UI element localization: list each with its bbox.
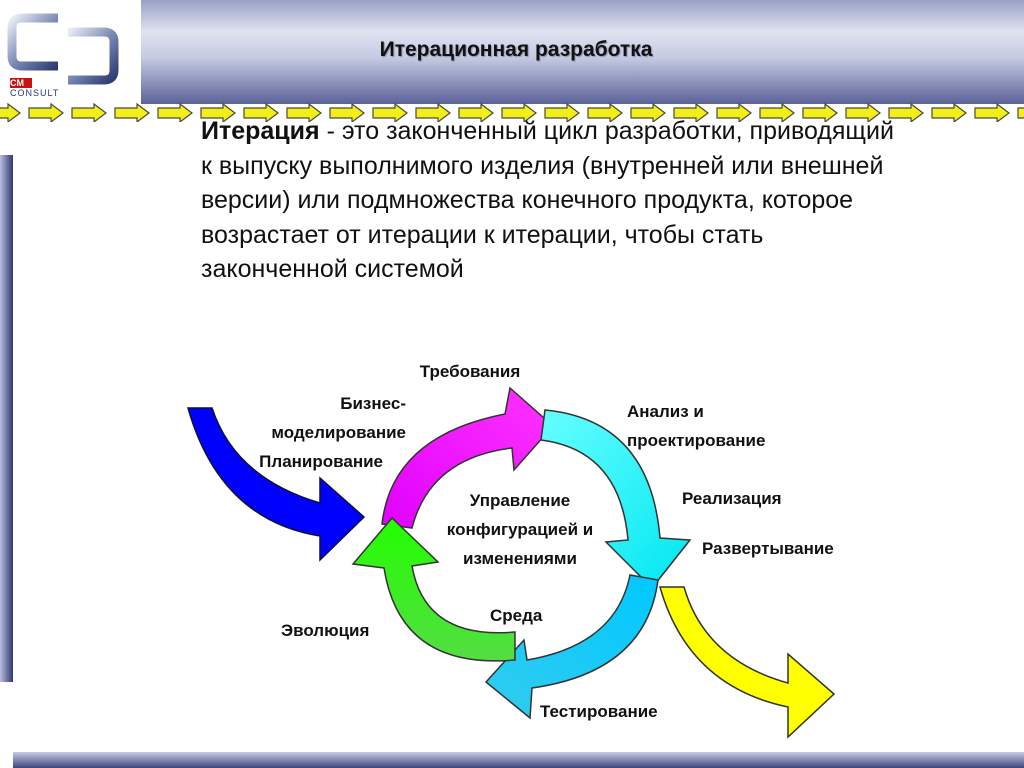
header-bar: [141, 0, 1024, 104]
definition-term: Итерация: [201, 117, 320, 145]
label-business-modeling-line1: Бизнес-: [340, 394, 406, 413]
label-center-line2: конфигурацией и: [446, 520, 594, 539]
iteration-definition: Итерация - это законченный цикл разработ…: [201, 114, 901, 287]
cycle-lightblue-arrow: [484, 574, 659, 720]
label-analysis-line2: проектирование: [627, 431, 766, 450]
label-implementation: Реализация: [682, 489, 782, 508]
label-center-line1: Управление: [469, 491, 571, 510]
logo-text-line2: CONSULT: [10, 88, 59, 98]
definition-text: - это законченный цикл разработки, приво…: [201, 117, 894, 283]
label-business-modeling-line2: моделирование: [271, 423, 406, 442]
label-analysis-line1: Анализ и: [627, 402, 704, 421]
label-deployment: Развертывание: [702, 539, 834, 558]
cycle-cyan-arrow: [540, 409, 692, 590]
page-title: Итерационная разработка: [379, 38, 653, 61]
output-yellow-arrow: [659, 586, 836, 739]
label-evolution: Эволюция: [281, 621, 370, 640]
label-center-line3: изменениями: [463, 549, 577, 568]
label-planning: Планирование: [259, 452, 383, 471]
left-decorative-stripe: [0, 155, 13, 682]
logo: CM CONSULT: [0, 0, 136, 100]
label-environment: Среда: [490, 606, 543, 625]
input-blue-arrow: [187, 407, 366, 562]
logo-text-line1: CM: [10, 78, 24, 88]
bottom-bar: [13, 752, 1024, 768]
label-requirements: Требования: [419, 362, 521, 381]
cycle-green-arrow: [351, 516, 516, 662]
label-testing: Тестирование: [540, 702, 658, 721]
cm-consult-logo-icon: CM CONSULT: [7, 13, 119, 98]
